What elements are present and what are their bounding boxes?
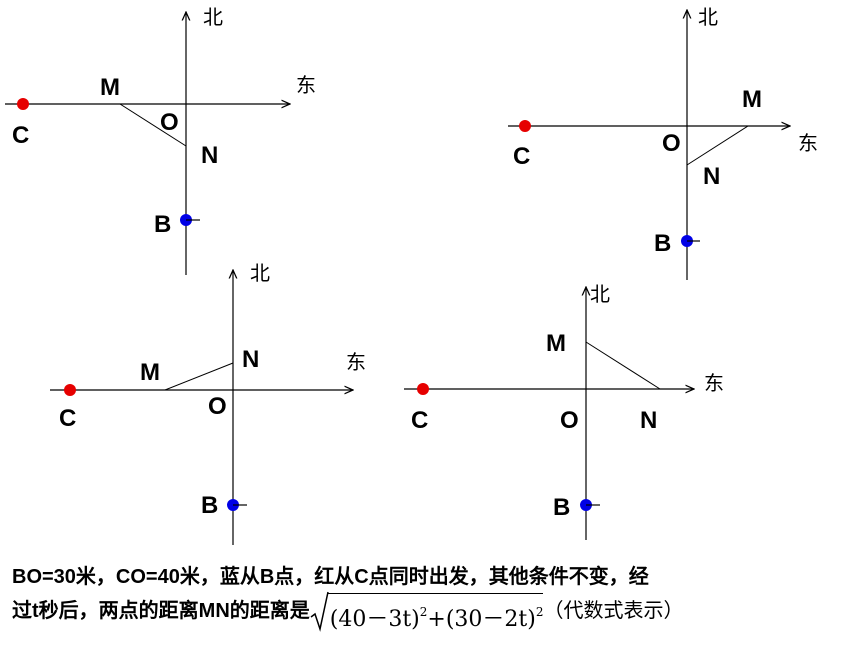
- label-north: 北: [250, 261, 270, 285]
- problem-statement: BO=30米，CO=40米，蓝从B点，红从C点同时出发，其他条件不变，经 过t秒…: [12, 560, 852, 632]
- label-c: C: [513, 143, 530, 170]
- label-m: M: [742, 86, 762, 113]
- radical-sign-icon: [310, 591, 329, 632]
- panel-3: 北 东 M O N C B: [50, 261, 366, 545]
- segment-mn: [585, 341, 661, 390]
- caption-line-1: BO=30米，CO=40米，蓝从B点，红从C点同时出发，其他条件不变，经: [12, 566, 649, 588]
- formula-exp-2: 2: [535, 604, 544, 619]
- formula-plus: +: [427, 606, 446, 632]
- formula-exp-1: 2: [419, 604, 428, 619]
- label-east: 东: [296, 73, 316, 97]
- diagram-canvas: 北 东 M O N C B 北 东 M O N C B 北 东 M O N C: [5, 5, 818, 545]
- label-n: N: [640, 407, 657, 434]
- point-c: [417, 383, 429, 395]
- label-b: B: [654, 230, 671, 257]
- label-b: B: [154, 211, 171, 238]
- segment-mn: [119, 103, 187, 147]
- label-east: 东: [346, 350, 366, 374]
- label-n: N: [201, 142, 218, 169]
- segment-mn: [686, 125, 749, 166]
- label-c: C: [12, 122, 29, 149]
- caption-line-2: 过t秒后，两点的距离MN的距离是(40－3t)2+(30－2t)2（代数式表示）: [12, 591, 852, 632]
- formula-term-2: (30－2t): [445, 606, 536, 632]
- caption-prefix: 过t秒后，两点的距离MN的距离是: [12, 600, 310, 622]
- panel-2: 北 东 M O N C B: [508, 5, 818, 280]
- label-north: 北: [590, 282, 610, 306]
- label-o: O: [560, 407, 579, 434]
- label-n: N: [242, 346, 259, 373]
- panel-1: 北 东 M O N C B: [5, 5, 316, 275]
- label-o: O: [662, 130, 681, 157]
- formula-term-1: (40－3t): [329, 606, 420, 632]
- distance-formula: (40－3t)2+(30－2t)2: [310, 591, 544, 632]
- point-c: [64, 384, 76, 396]
- label-o: O: [208, 393, 227, 420]
- label-b: B: [553, 494, 570, 521]
- label-m: M: [100, 74, 120, 101]
- label-c: C: [411, 407, 428, 434]
- label-m: M: [546, 330, 566, 357]
- label-b: B: [201, 492, 218, 519]
- radical-bar: [327, 592, 544, 594]
- point-c: [519, 120, 531, 132]
- label-east: 东: [704, 371, 724, 395]
- label-north: 北: [698, 5, 718, 29]
- label-c: C: [59, 405, 76, 432]
- caption-suffix: （代数式表示）: [543, 600, 684, 622]
- segment-mn: [164, 362, 234, 391]
- label-east: 东: [798, 131, 818, 155]
- panel-4: 北 东 M O N C B: [404, 282, 724, 540]
- label-north: 北: [203, 5, 223, 29]
- point-c: [17, 98, 29, 110]
- label-m: M: [140, 359, 160, 386]
- label-o: O: [160, 109, 179, 136]
- label-n: N: [703, 163, 720, 190]
